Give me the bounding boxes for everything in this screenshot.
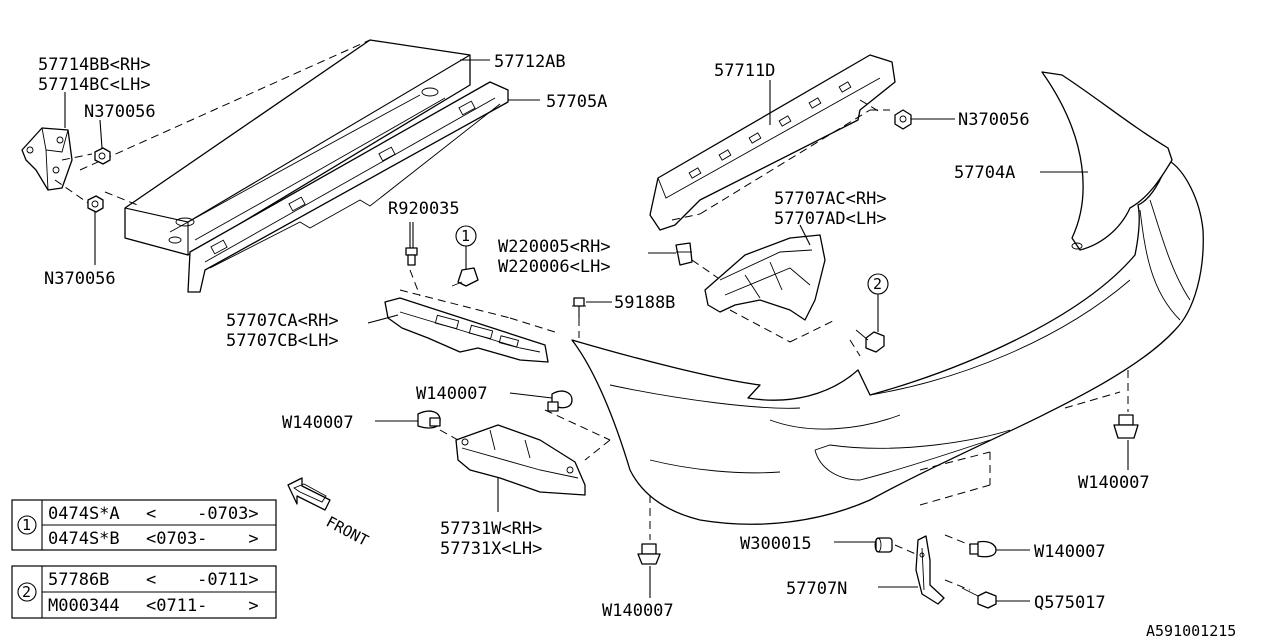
- label-n370056-right: N370056: [958, 110, 1030, 130]
- nut-upper-right: [894, 109, 912, 130]
- lower-bracket: [455, 424, 586, 496]
- callout-2-number: 2: [873, 275, 882, 293]
- label-n370056-lower-left: N370056: [44, 269, 116, 289]
- screw-callout-2: [855, 273, 889, 353]
- bracket-57707n: [915, 535, 945, 605]
- label-57707ca: 57707CA<RH>: [226, 311, 339, 331]
- energy-absorber: [187, 81, 509, 293]
- side-bracket-left: [21, 127, 73, 191]
- legend-2-row-2-range: <0711- >: [146, 596, 259, 616]
- rivet-r920035: [405, 222, 418, 266]
- bumper-upper-flange: [1041, 71, 1173, 251]
- nut-lower-left: [87, 195, 104, 213]
- screw-callout-1: [451, 225, 479, 287]
- label-w140007-right: W140007: [1078, 473, 1150, 493]
- legend-1-key: 1: [22, 516, 31, 534]
- front-arrow-icon: [287, 477, 331, 511]
- legend-2-row-1-range: < -0711>: [146, 570, 259, 590]
- upper-rail: [649, 54, 896, 231]
- legend-table-2: 2 57786B < -0711> M000344 <0711- >: [11, 565, 277, 619]
- legend-2-key: 2: [22, 583, 31, 601]
- label-w140007-lower-right: W140007: [1034, 542, 1106, 562]
- clip-w140007-bottom: [637, 495, 661, 598]
- label-w140007-bottom: W140007: [602, 601, 674, 621]
- label-w220005: W220005<RH>: [498, 237, 611, 257]
- clip-w140007-left: [417, 410, 441, 429]
- label-57707ac: 57707AC<RH>: [774, 189, 887, 209]
- figure-id: A591001215: [1146, 622, 1236, 640]
- label-57731x: 57731X<LH>: [440, 539, 542, 559]
- label-w300015: W300015: [740, 534, 812, 554]
- label-57707ad: 57707AD<LH>: [774, 209, 887, 229]
- label-57731w: 57731W<RH>: [440, 519, 542, 539]
- nut-upper-left: [94, 147, 111, 165]
- clip-w140007-right: [1113, 370, 1139, 470]
- label-q575017: Q575017: [1034, 593, 1106, 613]
- label-n370056-upper-left: N370056: [84, 102, 156, 122]
- front-label: FRONT: [323, 513, 371, 550]
- legend-1-row-2-part: 0474S*B: [48, 529, 120, 549]
- clip-w140007-lower-right: [969, 540, 997, 558]
- legend-2-row-1-part: 57786B: [48, 570, 120, 590]
- label-w140007-left: W140007: [282, 413, 354, 433]
- clip-w300015: [874, 537, 893, 553]
- label-w140007-center: W140007: [416, 384, 488, 404]
- legend-1-row-2-range: <0703- >: [146, 529, 259, 549]
- bolt-q575017: [961, 587, 997, 609]
- legend-table-1: 1 0474S*A < -0703> 0474S*B <0703- >: [11, 499, 277, 551]
- clip-w220005: [675, 242, 693, 266]
- legend-1-row-1-part: 0474S*A: [48, 504, 120, 524]
- side-bracket-right: [704, 234, 826, 321]
- label-57712ab: 57712AB: [494, 52, 566, 72]
- callout-1-number: 1: [461, 227, 470, 245]
- legend-1-row-1-range: < -0703>: [146, 504, 259, 524]
- clip-w140007-center: [547, 390, 573, 412]
- legend-2-row-2-part: M000344: [48, 596, 120, 616]
- label-57714bb: 57714BB<RH>: [38, 55, 151, 75]
- label-w220006: W220006<LH>: [498, 257, 611, 277]
- label-57705a: 57705A: [546, 92, 607, 112]
- label-57707cb: 57707CB<LH>: [226, 331, 339, 351]
- label-57714bc: 57714BC<LH>: [38, 75, 151, 95]
- label-57711d: 57711D: [714, 61, 775, 81]
- label-57704a: 57704A: [954, 163, 1015, 183]
- bumper-cover: [571, 159, 1204, 525]
- center-bracket: [384, 297, 549, 363]
- label-r920035: R920035: [388, 199, 460, 219]
- label-57707n: 57707N: [786, 579, 847, 599]
- label-59188b: 59188B: [614, 293, 675, 313]
- pin-59188b: [572, 297, 586, 318]
